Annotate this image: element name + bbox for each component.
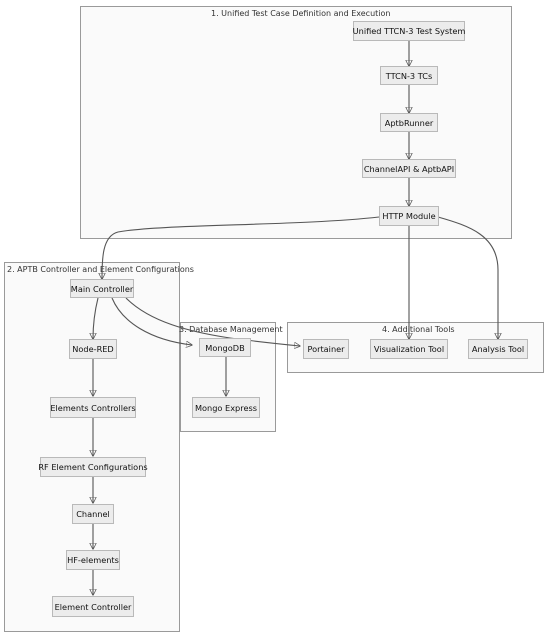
node-unified-ttcn3-test-system[interactable]: Unified TTCN-3 Test System [353,21,465,41]
edge-maincontroller-to-portainer [125,297,300,346]
node-channelapi-aptbapi[interactable]: ChannelAPI & AptbAPI [362,159,456,178]
edge-maincontroller-to-mongodb [111,297,192,345]
group-title-additional-tools: 4. Additional Tools [382,325,455,334]
node-channel[interactable]: Channel [72,504,114,524]
node-ttcn3-tcs[interactable]: TTCN-3 TCs [380,66,438,85]
node-http-module[interactable]: HTTP Module [379,206,439,226]
node-mongodb[interactable]: MongoDB [199,338,251,357]
node-hf-elements[interactable]: HF-elements [66,550,120,570]
group-aptb-controller: 2. APTB Controller and Element Configura… [4,262,194,632]
node-elements-controllers[interactable]: Elements Controllers [50,397,136,418]
group-title-unified-test-case: 1. Unified Test Case Definition and Exec… [211,9,391,18]
group-title-database-management: 3. Database Management [179,325,283,334]
edge-maincontroller-to-nodered [93,297,99,339]
edge-http-to-analysistool [437,216,498,339]
group-title-aptb-controller: 2. APTB Controller and Element Configura… [7,265,194,274]
node-analysis-tool[interactable]: Analysis Tool [468,339,528,359]
node-element-controller[interactable]: Element Controller [52,596,134,617]
node-mongo-express[interactable]: Mongo Express [192,397,260,418]
node-node-red[interactable]: Node-RED [69,339,117,359]
node-portainer[interactable]: Portainer [303,339,349,359]
node-aptbrunner[interactable]: AptbRunner [380,113,438,132]
group-unified-test-case: 1. Unified Test Case Definition and Exec… [80,6,512,239]
node-rf-element-configurations[interactable]: RF Element Configurations [38,457,148,477]
edge-http-to-maincontroller [102,216,380,279]
node-main-controller[interactable]: Main Controller [70,279,134,298]
node-visualization-tool[interactable]: Visualization Tool [370,339,448,359]
